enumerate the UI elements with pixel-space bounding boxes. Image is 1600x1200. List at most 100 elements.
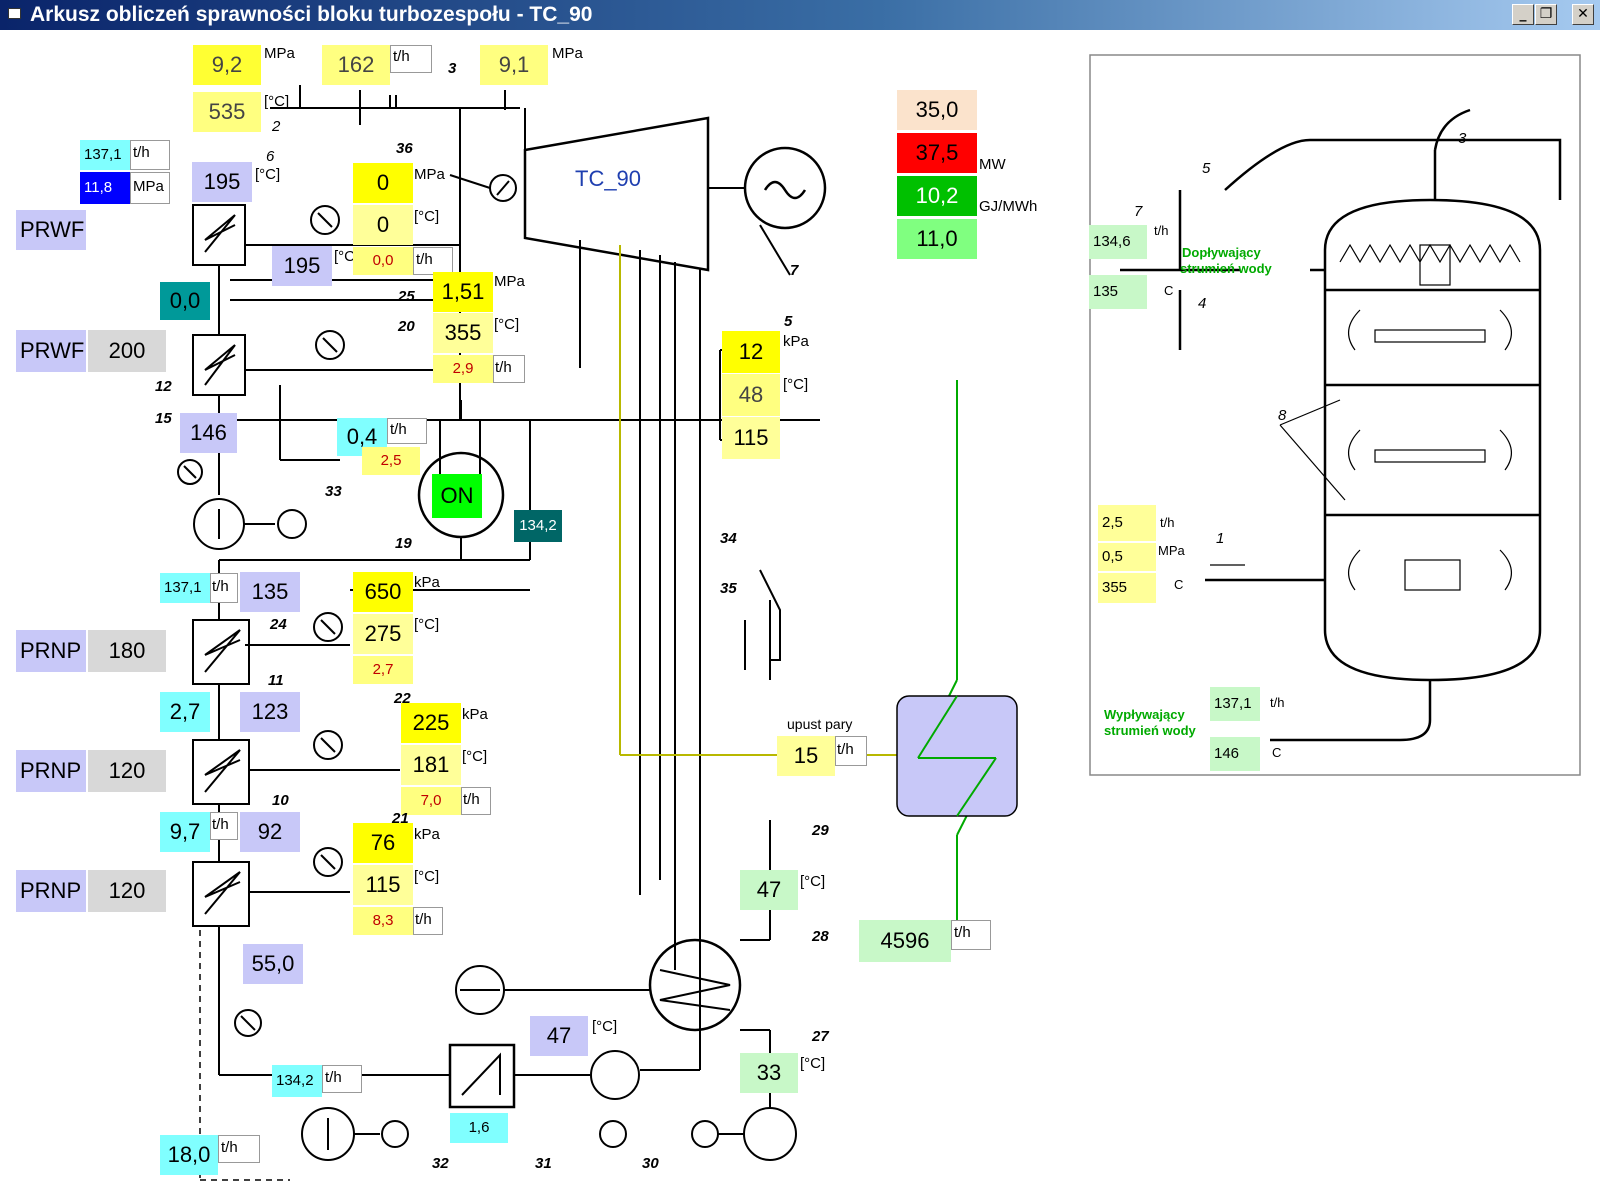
lp11-pressure[interactable]: 225 <box>401 703 461 743</box>
feed-flow[interactable]: 137,1 <box>80 140 130 170</box>
panel-in-flow-unit: t/h <box>1154 223 1169 238</box>
num-3: 3 <box>448 60 457 77</box>
lp19-pressure[interactable]: 650 <box>353 572 413 612</box>
num-24: 24 <box>270 616 287 633</box>
lp11-stemp[interactable]: 181 <box>401 745 461 785</box>
num-35: 35 <box>720 580 737 597</box>
feed-pressure[interactable]: 11,8 <box>80 172 130 204</box>
heater-prwf-2-value[interactable]: 200 <box>88 330 166 372</box>
bleed-unit: t/h <box>837 741 854 758</box>
feed-temp[interactable]: 195 <box>192 162 252 202</box>
lp10-pressure[interactable]: 76 <box>353 823 413 863</box>
panel-num-8: 8 <box>1278 407 1287 424</box>
lp19-stemp-unit: [°C] <box>414 616 440 633</box>
bottom-value-47[interactable]: 47 <box>530 1016 588 1056</box>
heater-prnp-2-value[interactable]: 120 <box>88 750 166 792</box>
num-36: 36 <box>396 140 413 157</box>
power-value-4[interactable]: 11,0 <box>897 219 977 259</box>
ext25-flow[interactable]: 2,9 <box>433 355 493 383</box>
heater-prnp-3-value[interactable]: 120 <box>88 870 166 912</box>
bottom-flow-180[interactable]: 18,0 <box>160 1135 218 1175</box>
power-value-3[interactable]: 10,2 <box>897 176 977 216</box>
steam-pressure-in-unit: MPa <box>264 45 295 62</box>
num-21: 21 <box>392 810 409 827</box>
power-value-1[interactable]: 35,0 <box>897 90 977 130</box>
close-button[interactable]: ✕ <box>1572 4 1594 25</box>
num-19: 19 <box>395 535 412 552</box>
lp19-pressure-unit: kPa <box>414 574 440 591</box>
num-10: 10 <box>272 792 289 809</box>
ext25-pressure[interactable]: 1,51 <box>433 272 493 312</box>
temp-146[interactable]: 146 <box>180 413 237 453</box>
num-27: 27 <box>812 1028 829 1045</box>
steam-pressure-out[interactable]: 9,1 <box>480 45 548 85</box>
status-on-indicator[interactable]: ON <box>432 474 482 518</box>
num-33: 33 <box>325 483 342 500</box>
ext36-temp-unit: [°C] <box>414 208 440 225</box>
steam-pressure-in[interactable]: 9,2 <box>193 45 261 85</box>
lp10-temp[interactable]: 92 <box>240 812 300 852</box>
lp10-red[interactable]: 8,3 <box>353 907 413 935</box>
panel-out-label-1: Wypływający <box>1104 707 1185 722</box>
bottom-value-33[interactable]: 33 <box>740 1053 798 1093</box>
panel-steam-flow[interactable]: 2,5 <box>1098 505 1156 541</box>
panel-in-temp[interactable]: 135 <box>1089 275 1147 309</box>
cooling-flow[interactable]: 4596 <box>859 920 951 962</box>
heater-prnp-1-value[interactable]: 180 <box>88 630 166 672</box>
power-value-2[interactable]: 37,5 <box>897 133 977 173</box>
feed-flow-unit-box: t/h <box>130 140 170 170</box>
bottom-value-16[interactable]: 1,6 <box>450 1113 508 1143</box>
lp19-stemp[interactable]: 275 <box>353 614 413 654</box>
restore-button[interactable]: ❐ <box>1535 4 1557 25</box>
condenser-pressure[interactable]: 12 <box>722 331 780 373</box>
ext36-pressure[interactable]: 0 <box>353 163 413 203</box>
steam-temp-in[interactable]: 535 <box>193 92 261 132</box>
heater-prwf-1-name: PRWF <box>16 210 86 250</box>
ext36-pressure-unit: MPa <box>414 166 445 183</box>
condenser-value-115[interactable]: 115 <box>722 417 780 459</box>
lp11-stemp-unit: [°C] <box>462 748 488 765</box>
panel-out-temp[interactable]: 146 <box>1210 737 1260 771</box>
num-7: 7 <box>790 262 799 279</box>
cooling-temp-47[interactable]: 47 <box>740 870 798 910</box>
window-title-bar[interactable]: Arkusz obliczeń sprawności bloku turboze… <box>0 0 1600 30</box>
panel-in-flow[interactable]: 134,6 <box>1089 225 1147 259</box>
lp19-red[interactable]: 2,7 <box>353 656 413 684</box>
lp11-red[interactable]: 7,0 <box>401 787 461 815</box>
steam-flow-in-unit-box: t/h <box>390 45 432 73</box>
bottom-value-33-unit: [°C] <box>800 1055 826 1072</box>
panel-num-7: 7 <box>1134 203 1143 220</box>
ext36-flow[interactable]: 0,0 <box>353 247 413 275</box>
lp10-red-unit: t/h <box>415 911 432 928</box>
lp19-flow-unit-box: t/h <box>210 573 238 603</box>
lp11-temp[interactable]: 123 <box>240 692 300 732</box>
bleed-value[interactable]: 15 <box>777 736 835 776</box>
panel-in-label-2: strumień wody <box>1180 261 1272 276</box>
num-31: 31 <box>535 1155 552 1172</box>
bottom-flow-180-unit-box: t/h <box>218 1135 260 1163</box>
ext36-flow-unit-box: t/h <box>413 247 453 275</box>
deaerator-out-flow[interactable]: 134,2 <box>514 510 562 542</box>
ext25-temp[interactable]: 355 <box>433 313 493 353</box>
num-34: 34 <box>720 530 737 547</box>
lp11-flow[interactable]: 2,7 <box>160 692 210 732</box>
bottom-flow-1342[interactable]: 134,2 <box>272 1065 322 1097</box>
after-heater-temp[interactable]: 195 <box>272 246 332 286</box>
lp19-flow[interactable]: 137,1 <box>160 573 210 603</box>
panel-steam-p[interactable]: 0,5 <box>1098 543 1156 571</box>
bottom-value-55[interactable]: 55,0 <box>243 944 303 984</box>
lp10-stemp-unit: [°C] <box>414 868 440 885</box>
teal-value[interactable]: 0,0 <box>160 282 210 320</box>
lp10-stemp[interactable]: 115 <box>353 865 413 905</box>
steam-flow-in[interactable]: 162 <box>322 45 390 85</box>
panel-steam-t[interactable]: 355 <box>1098 573 1156 603</box>
panel-out-flow[interactable]: 137,1 <box>1210 687 1260 721</box>
deaerator-feed-red[interactable]: 2,5 <box>362 447 420 475</box>
lp19-temp[interactable]: 135 <box>240 572 300 612</box>
bleed-label: upust pary <box>787 716 853 732</box>
lp10-flow[interactable]: 9,7 <box>160 812 210 852</box>
feed-pressure-unit: MPa <box>133 178 164 195</box>
minimize-button[interactable]: _ <box>1512 4 1534 25</box>
condenser-temp[interactable]: 48 <box>722 374 780 416</box>
ext36-temp[interactable]: 0 <box>353 205 413 245</box>
